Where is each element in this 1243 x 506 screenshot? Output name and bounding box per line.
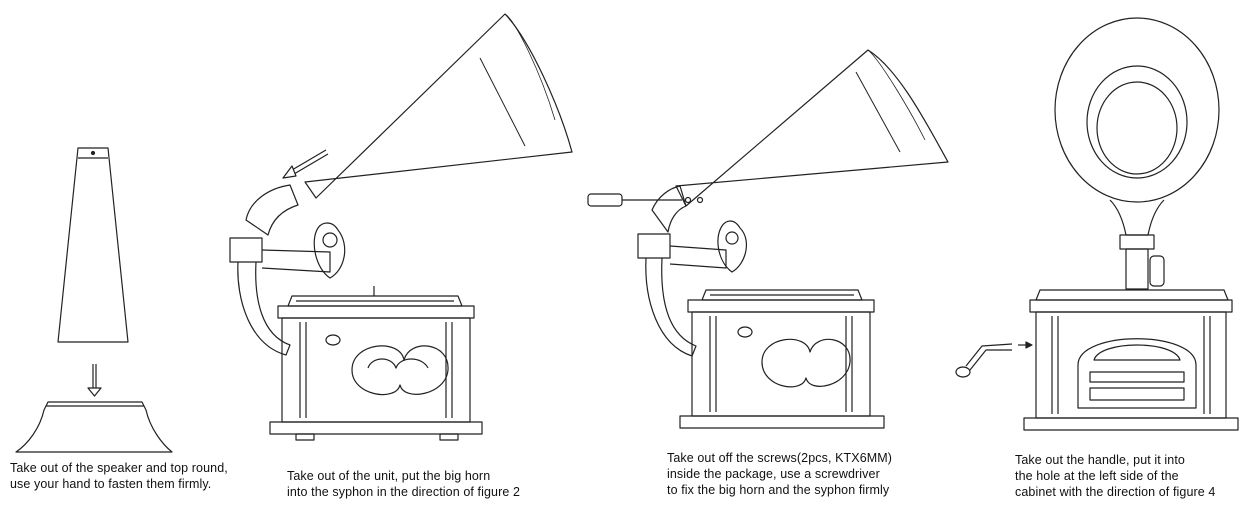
figure-4-handle [955, 17, 1239, 431]
figure-1-speaker [15, 147, 173, 453]
arrow-down-icon [87, 364, 102, 397]
screwdriver-icon [587, 193, 704, 207]
crank-handle-icon [955, 343, 1013, 378]
step-4-caption: Take out the handle, put it into the hol… [1015, 453, 1216, 499]
arrow-left-icon [282, 149, 329, 179]
step-1-caption: Take out of the speaker and top round, u… [10, 461, 228, 491]
step-3-caption: Take out off the screws(2pcs, KTX6MM) in… [667, 451, 893, 497]
step-2-caption: Take out of the unit, put the big horn i… [287, 469, 521, 499]
figure-2-horn-install [229, 13, 573, 441]
figure-3-screws [587, 49, 949, 429]
arrow-right-icon [1018, 341, 1033, 349]
